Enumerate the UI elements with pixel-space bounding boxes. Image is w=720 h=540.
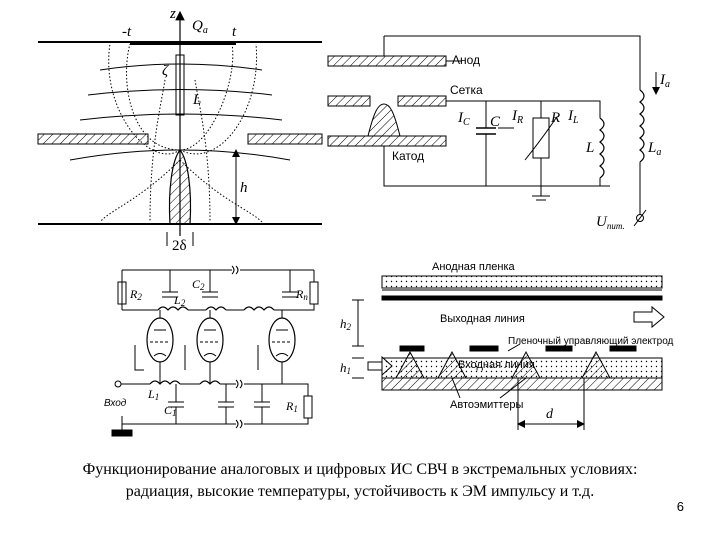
minus-t-label: -t <box>122 24 132 40</box>
cathode-label: Катод <box>392 149 424 163</box>
field-diagram-labels: z Qa -t t ζ L h 2δ <box>122 6 248 254</box>
c2-label: C2 <box>192 277 205 292</box>
l2-label: L2 <box>173 293 186 308</box>
triode-labels: Анод Сетка Катод IC C IR R IL L La Ia Uп… <box>392 53 670 231</box>
l-label: L <box>585 140 594 156</box>
ic-label: IC <box>457 110 470 128</box>
amplifier-labels: R2 L2 C2 Rn Вход L1 C1 R1 <box>104 277 308 418</box>
triode-circuit <box>327 35 660 227</box>
input-label: Вход <box>104 398 127 409</box>
field-diagram <box>37 10 323 246</box>
grid-label: Сетка <box>450 83 483 97</box>
film-labels: Анодная пленка Выходная линия Пленочный … <box>340 261 674 422</box>
ir-label: IR <box>511 108 523 126</box>
upit-label: Uпит. <box>596 214 625 231</box>
input-line-label: Входная линия <box>458 359 535 371</box>
rn-label: Rn <box>295 287 308 302</box>
width-label: 2δ <box>172 238 187 254</box>
d-label: d <box>546 407 554 422</box>
page-number: 6 <box>676 499 684 514</box>
c-label: C <box>490 114 501 130</box>
caption-line-1: Функционирование аналоговых и цифровых И… <box>82 461 638 478</box>
control-electrode-label: Пленочный управляющий электрод <box>508 336 674 347</box>
c1-label: C1 <box>164 403 177 418</box>
anode-label: Анод <box>452 53 480 67</box>
r2-label: R2 <box>129 287 142 302</box>
caption-line-2: радиация, высокие температуры, устойчиво… <box>125 483 595 500</box>
ia-label: Ia <box>659 72 670 90</box>
amplifier-circuit <box>111 265 319 437</box>
t-label: t <box>232 24 237 40</box>
la-label: La <box>647 140 661 158</box>
r-label: R <box>550 110 560 126</box>
film-structure <box>352 275 665 430</box>
autoemitters-label: Автоэмиттеры <box>450 399 523 411</box>
h2-label: h2 <box>340 316 352 332</box>
h-label: h <box>240 180 248 196</box>
r1-label: R1 <box>285 399 298 414</box>
output-line-label: Выходная линия <box>440 313 525 325</box>
il-label: IL <box>567 108 579 126</box>
axis-z-label: z <box>169 6 176 22</box>
l1-label: L1 <box>147 387 159 402</box>
h1-label: h1 <box>340 360 351 376</box>
zeta-label: ζ <box>162 63 169 79</box>
L-label: L <box>192 92 201 108</box>
anode-film-label: Анодная пленка <box>432 261 516 273</box>
charge-label: Qa <box>192 18 208 36</box>
